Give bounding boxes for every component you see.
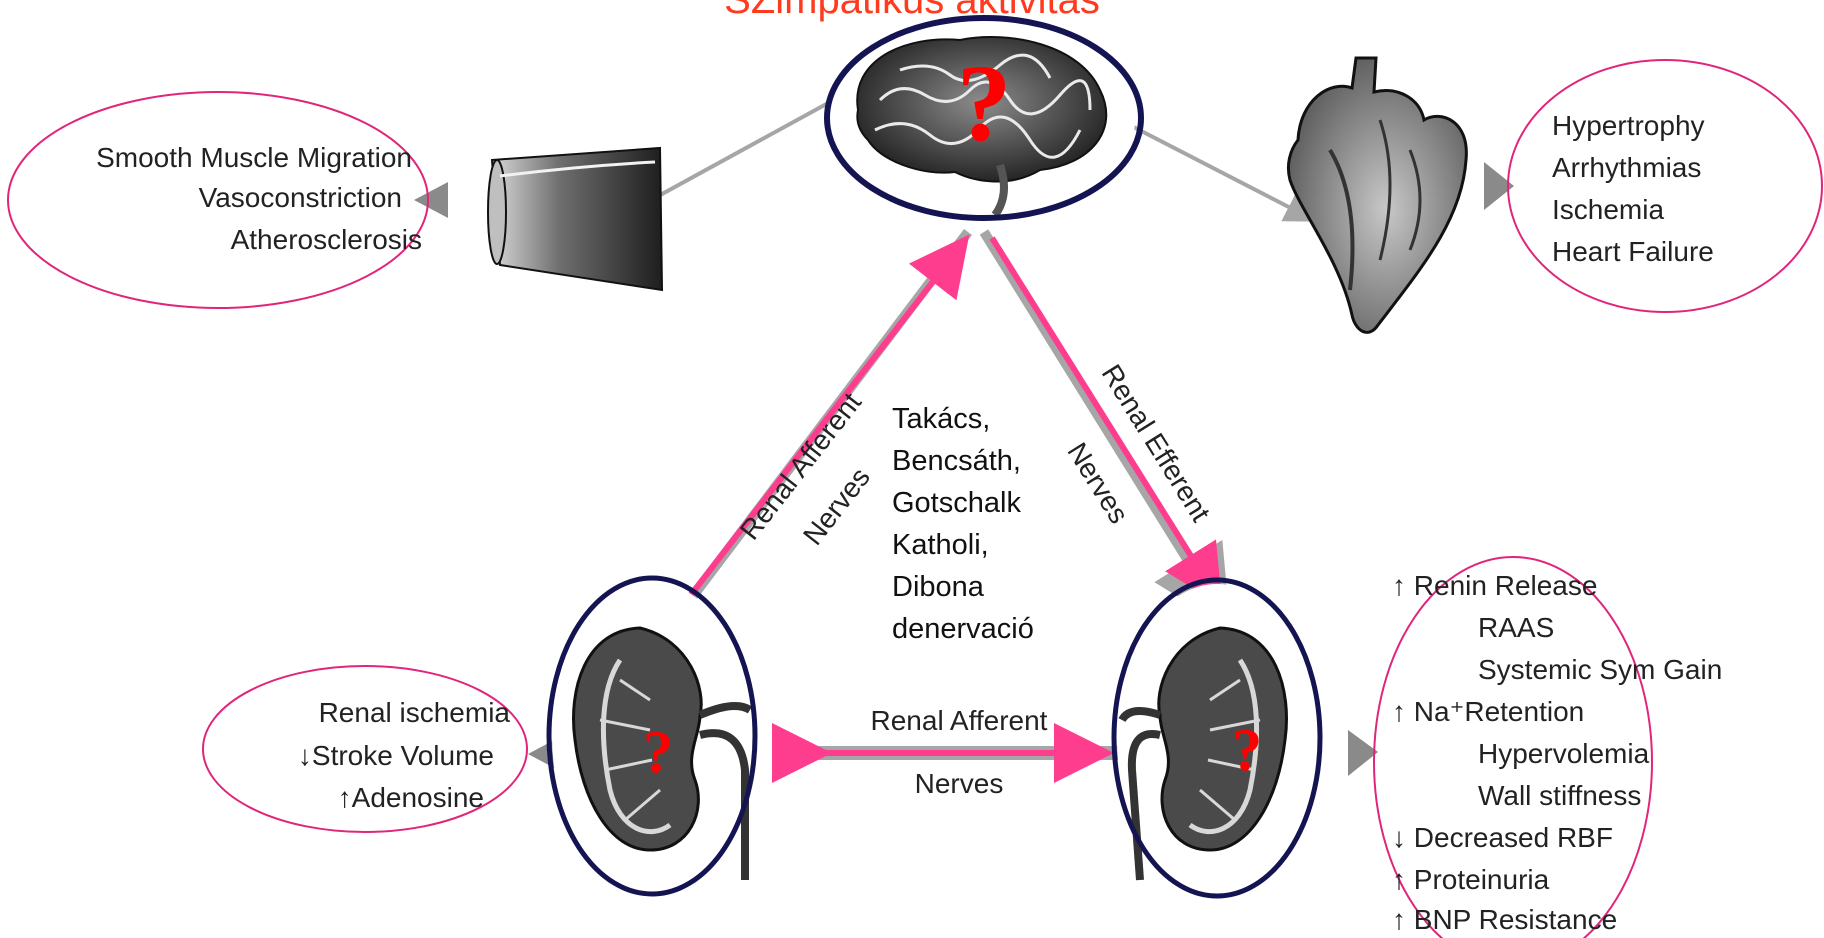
vessel-outcome-item: Atherosclerosis: [0, 222, 422, 258]
left-kidney-outcome-item: ↓Stroke Volume: [200, 738, 494, 774]
heart-outcome-item: Arrhythmias: [1552, 150, 1701, 186]
credit-line: Gotschalk: [892, 482, 1034, 524]
heart-outcome-item: Ischemia: [1552, 192, 1664, 228]
right-kidney-outcome-item: Hypervolemia: [1478, 736, 1649, 772]
heart-outcome-item: Heart Failure: [1552, 234, 1714, 270]
right-kidney-outcome-item: Wall stiffness: [1478, 778, 1641, 814]
right-kidney-outcome-item: ↑ Proteinuria: [1392, 862, 1549, 898]
blood-vessel-icon: [488, 148, 662, 290]
right-kidney-outcome-item: ↑ Renin Release: [1392, 568, 1597, 604]
vessel-outcome-arrowhead: [414, 182, 448, 218]
vessel-outcome-item: Smooth Muscle Migration: [0, 140, 412, 176]
heart-icon: [1288, 58, 1466, 332]
right-kidney-outcome-item: RAAS: [1478, 610, 1554, 646]
right-kidney-outcome-item: ↑ BNP Resistance: [1392, 902, 1617, 938]
right-kidney-outcome-item: ↑ Na⁺Retention: [1392, 694, 1584, 730]
credit-line: denervació: [892, 608, 1034, 650]
vessel-outcome-item: Vasoconstriction: [0, 180, 402, 216]
right-kidney-outcome-item: ↓ Decreased RBF: [1392, 820, 1613, 856]
credit-line: Bencsáth,: [892, 440, 1034, 482]
credits-list: Takács, Bencsáth, Gotschalk Katholi, Dib…: [892, 398, 1034, 650]
brain-to-heart-arrow: [1120, 120, 1310, 218]
credit-line: Dibona: [892, 566, 1034, 608]
right-kidney-question-mark: ?: [1232, 717, 1262, 783]
kidney-icon: [1117, 584, 1317, 892]
credit-line: Katholi,: [892, 524, 1034, 566]
left-kidney-outcome-item: ↑Adenosine: [200, 780, 484, 816]
left-kidney-outcome-item: Renal ischemia: [210, 695, 510, 731]
heart-outcome-bubble: [1508, 60, 1822, 312]
brain-question-mark: ?: [957, 42, 1012, 164]
heart-outcome-item: Hypertrophy: [1552, 108, 1705, 144]
right-kidney-outcome-item: Systemic Sym Gain: [1478, 652, 1722, 688]
kidney-link-label-line2: Nerves: [915, 768, 1004, 799]
credit-line: Takács,: [892, 398, 1034, 440]
left-kidney-question-mark: ?: [643, 719, 673, 785]
kidney-link-label-line1: Renal Afferent: [871, 705, 1048, 736]
